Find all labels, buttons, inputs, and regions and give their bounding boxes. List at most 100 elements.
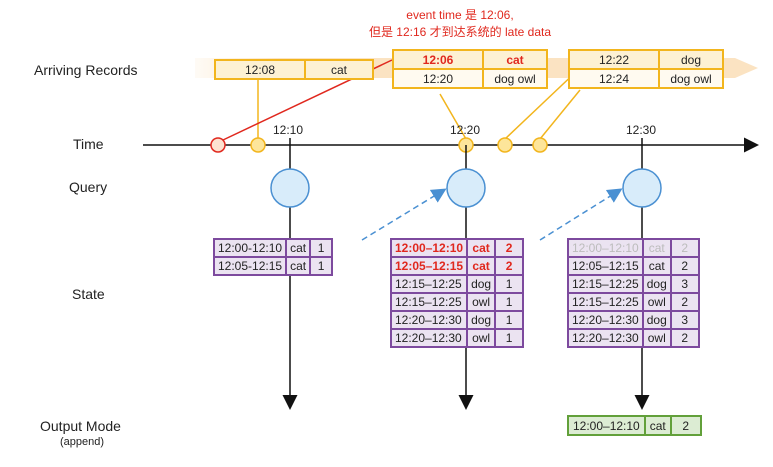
query-node-1 <box>270 168 310 208</box>
record-time: 12:20 <box>392 68 484 89</box>
label-query: Query <box>69 179 108 195</box>
state-word: owl <box>468 330 495 346</box>
state-word: cat <box>643 240 670 256</box>
event-dot-1222 <box>497 137 513 153</box>
query-node-3 <box>622 168 662 208</box>
state-count: 1 <box>311 240 332 256</box>
record-row: 12:24 dog owl <box>568 68 724 89</box>
state-word: dog <box>468 276 495 292</box>
label-output-mode: Output Mode <box>40 418 121 434</box>
late-data-annotation: event time 是 12:06, 但是 12:16 才到达系统的 late… <box>350 7 570 41</box>
state-word: cat <box>287 258 310 274</box>
record-word: dog <box>658 49 724 70</box>
record-time-late: 12:06 <box>392 49 484 70</box>
record-row: 12:22 dog <box>568 49 724 70</box>
record-batch-2: 12:06 cat 12:20 dog owl <box>392 49 548 89</box>
record-time: 12:22 <box>568 49 660 70</box>
state-row-updated: 12:00–12:10 cat 2 <box>392 240 523 256</box>
label-time: Time <box>73 136 104 152</box>
state-row-expired: 12:00–12:10 cat 2 <box>569 240 698 256</box>
record-word-late: cat <box>482 49 548 70</box>
output-row: 12:00–12:10 cat 2 <box>569 417 700 434</box>
state-window: 12:20–12:30 <box>392 312 467 328</box>
state-window: 12:05–12:15 <box>392 258 467 274</box>
record-word: cat <box>304 59 374 80</box>
output-window: 12:00–12:10 <box>569 417 644 434</box>
label-arriving-records: Arriving Records <box>34 62 138 78</box>
state-window: 12:15–12:25 <box>392 276 467 292</box>
state-word: owl <box>643 294 670 310</box>
state-row-updated: 12:05–12:15 cat 2 <box>392 258 523 274</box>
state-count: 2 <box>496 258 523 274</box>
state-window: 12:15–12:25 <box>569 294 642 310</box>
record-word: dog owl <box>658 68 724 89</box>
state-word: cat <box>468 240 495 256</box>
record-batch-3: 12:22 dog 12:24 dog owl <box>568 49 724 89</box>
state-window: 12:15–12:25 <box>392 294 467 310</box>
label-state: State <box>72 286 105 302</box>
state-word: owl <box>468 294 495 310</box>
tick-label-2: 12:20 <box>450 123 481 137</box>
tick-label-3: 12:30 <box>626 123 657 137</box>
output-count: 2 <box>671 417 700 434</box>
state-window: 12:05–12:15 <box>569 258 642 274</box>
record-row-late: 12:06 cat <box>392 49 548 70</box>
state-row: 12:00-12:10 cat 1 <box>215 240 332 256</box>
state-row: 12:20–12:30 owl 1 <box>392 330 523 346</box>
event-dot-late <box>210 137 226 153</box>
record-row: 12:08 cat <box>214 59 374 80</box>
state-row: 12:15–12:25 dog 3 <box>569 276 698 292</box>
state-count: 2 <box>671 330 698 346</box>
state-count: 2 <box>496 240 523 256</box>
state-word: dog <box>643 312 670 328</box>
state-count: 1 <box>496 312 523 328</box>
state-row: 12:15–12:25 dog 1 <box>392 276 523 292</box>
event-dot-1224 <box>532 137 548 153</box>
state-word: cat <box>287 240 310 256</box>
state-window: 12:05-12:15 <box>215 258 286 274</box>
label-output-mode-sub: (append) <box>60 436 105 448</box>
state-carry-arrow-2 <box>539 188 623 241</box>
state-row: 12:20–12:30 dog 1 <box>392 312 523 328</box>
state-count: 3 <box>671 276 698 292</box>
state-window: 12:00–12:10 <box>569 240 642 256</box>
event-dot-1208 <box>250 137 266 153</box>
state-row: 12:05–12:15 cat 2 <box>569 258 698 274</box>
state-word: dog <box>468 312 495 328</box>
state-count: 3 <box>671 312 698 328</box>
state-table-2: 12:00–12:10 cat 2 12:05–12:15 cat 2 12:1… <box>390 238 525 348</box>
state-count: 1 <box>496 330 523 346</box>
state-window: 12:00–12:10 <box>392 240 467 256</box>
output-word: cat <box>645 417 670 434</box>
connector-1224 <box>539 89 581 140</box>
state-count: 2 <box>671 240 698 256</box>
state-word: cat <box>468 258 495 274</box>
annotation-line-2: 但是 12:16 才到达系统的 late data <box>368 25 552 39</box>
state-window: 12:20–12:30 <box>569 330 642 346</box>
state-count: 2 <box>671 294 698 310</box>
state-word: owl <box>643 330 670 346</box>
query-node-2 <box>446 168 486 208</box>
state-count: 1 <box>496 276 523 292</box>
output-table: 12:00–12:10 cat 2 <box>567 415 702 436</box>
state-table-1: 12:00-12:10 cat 1 12:05-12:15 cat 1 <box>213 238 334 276</box>
state-window: 12:00-12:10 <box>215 240 286 256</box>
record-batch-1: 12:08 cat <box>214 59 374 80</box>
state-carry-arrow-1 <box>361 188 447 241</box>
tick-label-1: 12:10 <box>273 123 304 137</box>
state-row: 12:15–12:25 owl 1 <box>392 294 523 310</box>
state-word: cat <box>643 258 670 274</box>
record-time: 12:24 <box>568 68 660 89</box>
state-window: 12:15–12:25 <box>569 276 642 292</box>
connector-1222 <box>504 67 581 140</box>
state-table-3: 12:00–12:10 cat 2 12:05–12:15 cat 2 12:1… <box>567 238 700 348</box>
annotation-line-1: event time 是 12:06, <box>406 8 514 22</box>
state-count: 1 <box>311 258 332 274</box>
record-row: 12:20 dog owl <box>392 68 548 89</box>
state-row: 12:20–12:30 owl 2 <box>569 330 698 346</box>
state-window: 12:20–12:30 <box>392 330 467 346</box>
state-word: dog <box>643 276 670 292</box>
state-count: 2 <box>671 258 698 274</box>
record-word: dog owl <box>482 68 548 89</box>
state-row: 12:05-12:15 cat 1 <box>215 258 332 274</box>
